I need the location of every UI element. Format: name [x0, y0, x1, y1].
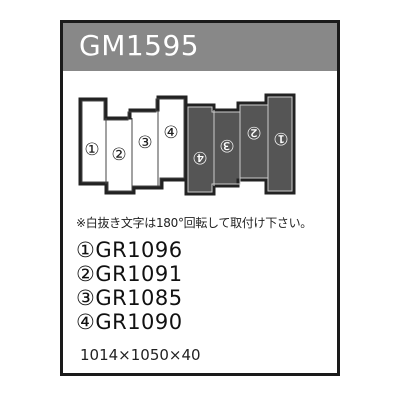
white-segment-inner-lines	[81, 98, 185, 192]
segment-label-5: ④	[192, 147, 207, 167]
segment-label-2: ②	[111, 145, 126, 165]
parts-list: ①GR1096 ②GR1091 ③GR1085 ④GR1090	[76, 238, 183, 334]
dark-segments-inner-lines	[187, 96, 293, 193]
part-1: ①GR1096	[76, 238, 183, 262]
header-bar: GM1595	[63, 23, 337, 71]
part-4: ④GR1090	[76, 310, 183, 334]
segment-label-1: ①	[84, 140, 99, 160]
product-code-title: GM1595	[79, 29, 200, 62]
segment-label-6: ③	[219, 135, 234, 155]
rotation-note: ※白抜き文字は180°回転して取付け下さい。	[76, 216, 313, 230]
segment-label-4: ④	[163, 123, 178, 143]
segment-label-8: ①	[273, 128, 288, 148]
part-2: ②GR1091	[76, 262, 183, 286]
dimensions-text: 1014×1050×40	[80, 346, 201, 364]
segment-label-7: ②	[246, 122, 261, 142]
segment-label-3: ③	[137, 133, 152, 153]
part-3: ③GR1085	[76, 286, 183, 310]
product-card-frame: GM1595	[60, 20, 340, 376]
